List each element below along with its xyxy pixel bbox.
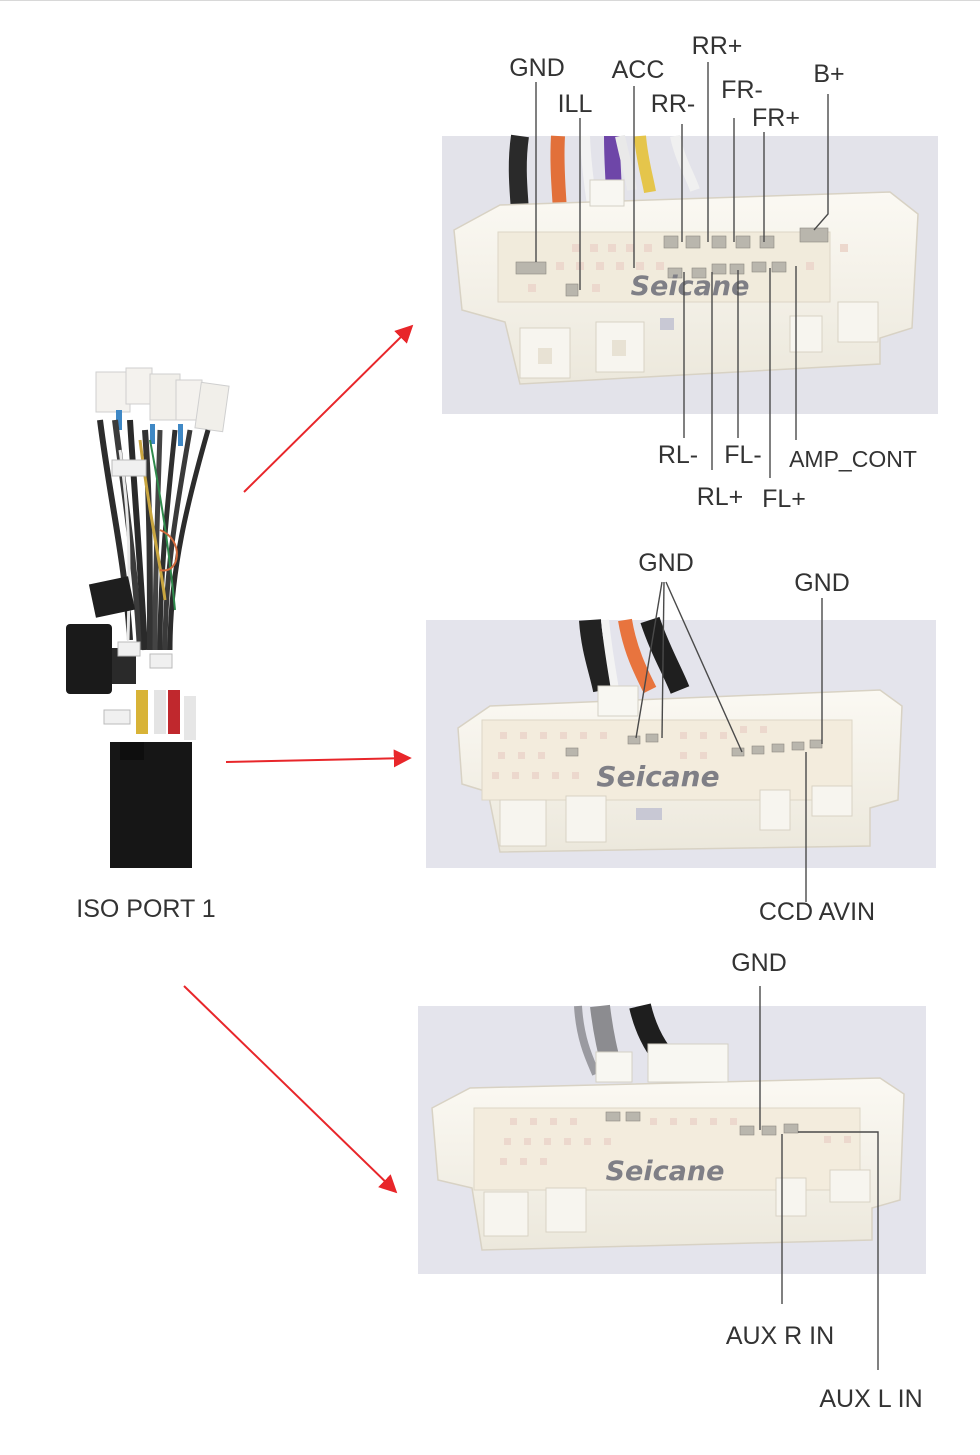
- connector-1-labels: GND ILL ACC RR- RR+ FR- FR+ B+ RL- RL+ F…: [509, 32, 917, 513]
- arrow-to-connector-2: [225, 749, 412, 768]
- label-gnd: GND: [731, 949, 787, 977]
- label-aux-l-in: AUX L IN: [819, 1385, 922, 1413]
- label-acc: ACC: [612, 56, 665, 84]
- label-aux-r-in: AUX R IN: [726, 1322, 834, 1350]
- label-rl-minus: RL-: [658, 441, 698, 469]
- connector-1-photo: [442, 134, 938, 414]
- arrow-to-connector-3: [183, 985, 398, 1194]
- watermark-connector-2: Seicane: [596, 760, 719, 793]
- connector-2-photo: [426, 616, 936, 868]
- label-rr-plus: RR+: [692, 32, 743, 60]
- label-fr-minus: FR-: [721, 76, 763, 104]
- label-ccd-avin: CCD AVIN: [759, 898, 875, 926]
- connector-3-photo: [418, 1003, 926, 1274]
- label-rr-minus: RR-: [651, 90, 695, 118]
- label-fr-plus: FR+: [752, 104, 800, 132]
- label-rl-plus: RL+: [697, 483, 744, 511]
- harness-caption: ISO PORT 1: [76, 895, 215, 923]
- label-amp-cont: AMP_CONT: [789, 446, 917, 472]
- label-b-plus: B+: [813, 60, 844, 88]
- label-fl-minus: FL-: [724, 441, 762, 469]
- label-gnd-1: GND: [638, 549, 694, 577]
- top-divider: [0, 0, 980, 1]
- label-ill: ILL: [558, 90, 593, 118]
- connector-2-labels: GND GND CCD AVIN: [638, 549, 875, 926]
- arrow-to-connector-1: [243, 324, 414, 493]
- watermark-connector-1: Seicane: [631, 271, 750, 302]
- watermark-connector-3: Seicane: [606, 1156, 725, 1187]
- label-fl-plus: FL+: [762, 485, 806, 513]
- label-gnd: GND: [509, 54, 565, 82]
- connector-2-leader-lines: [635, 581, 823, 902]
- wiring-harness-image: [66, 367, 230, 868]
- connector-1-leader-lines: [535, 62, 829, 478]
- label-gnd-2: GND: [794, 569, 850, 597]
- connector-3-labels: GND AUX R IN AUX L IN: [726, 949, 923, 1413]
- connector-3-leader-lines: [759, 986, 879, 1370]
